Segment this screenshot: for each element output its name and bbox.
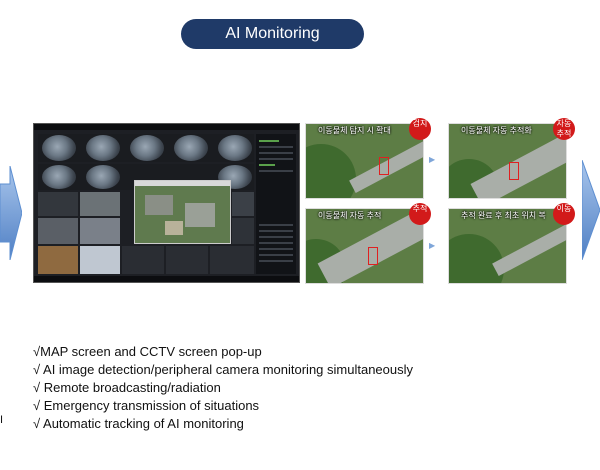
status-badge: 이동 bbox=[553, 203, 575, 225]
camera-tile bbox=[166, 246, 208, 274]
feature-item: √ AI image detection/peripheral camera m… bbox=[33, 362, 413, 377]
map-building bbox=[165, 221, 183, 235]
panel-caption: 이동물체 자동 추적화 bbox=[461, 126, 532, 135]
feature-item: √MAP screen and CCTV screen pop-up bbox=[33, 344, 262, 359]
status-badge: 자동추적 bbox=[553, 118, 575, 140]
map-popup-titlebar bbox=[135, 181, 230, 186]
tree-row[interactable] bbox=[259, 158, 293, 160]
vms-screenshot bbox=[33, 123, 300, 283]
tree-row[interactable] bbox=[259, 152, 293, 154]
tracking-panel-detect: 이동물체 탐지 시 확대 bbox=[305, 123, 424, 199]
status-badge: 검지 bbox=[409, 118, 431, 140]
panel-caption: 이동물체 자동 추적 bbox=[318, 211, 382, 220]
camera-tile bbox=[232, 218, 254, 244]
detection-box bbox=[368, 247, 378, 265]
tracking-panel-return: 추적 완료 후 최초 위치 복 bbox=[448, 208, 567, 284]
vms-taskbar bbox=[34, 276, 299, 282]
event-row[interactable] bbox=[259, 254, 293, 256]
vms-titlebar bbox=[34, 124, 299, 130]
camera-tile bbox=[38, 218, 78, 244]
camera-tile bbox=[80, 192, 120, 216]
feature-item: √ Automatic tracking of AI monitoring bbox=[33, 416, 244, 431]
feature-item: √ Emergency transmission of situations bbox=[33, 398, 260, 413]
camera-tile bbox=[174, 135, 208, 161]
camera-tile bbox=[86, 165, 120, 189]
page-title: AI Monitoring bbox=[181, 19, 364, 49]
camera-tile bbox=[38, 192, 78, 216]
left-arrow-icon bbox=[0, 166, 22, 260]
tree-row[interactable] bbox=[259, 146, 293, 148]
map-building bbox=[185, 203, 215, 227]
status-badge: 추적 bbox=[409, 203, 431, 225]
tree-row[interactable] bbox=[259, 170, 293, 172]
map-building bbox=[145, 195, 173, 215]
tree-row[interactable] bbox=[259, 140, 279, 142]
camera-tile bbox=[218, 135, 252, 161]
trees bbox=[306, 144, 356, 198]
panel-caption: 이동물체 탐지 시 확대 bbox=[318, 126, 391, 135]
detection-box bbox=[509, 162, 519, 180]
camera-row bbox=[38, 134, 254, 162]
event-row[interactable] bbox=[259, 236, 293, 238]
camera-tile bbox=[130, 135, 164, 161]
event-row[interactable] bbox=[259, 242, 293, 244]
event-row[interactable] bbox=[259, 260, 293, 262]
triangle-right-icon: ▶ bbox=[429, 155, 436, 164]
triangle-right-icon: ▶ bbox=[429, 241, 436, 250]
camera-tile bbox=[210, 246, 254, 274]
camera-tile bbox=[42, 165, 76, 189]
feature-item: √ Remote broadcasting/radiation bbox=[33, 380, 221, 395]
event-row[interactable] bbox=[259, 230, 293, 232]
tracking-panel-track: 이동물체 자동 추적 bbox=[305, 208, 424, 284]
event-row[interactable] bbox=[259, 248, 293, 250]
map-popup bbox=[134, 180, 231, 244]
event-row[interactable] bbox=[259, 224, 293, 226]
camera-tile bbox=[86, 135, 120, 161]
camera-tile bbox=[80, 246, 120, 274]
camera-tile bbox=[232, 192, 254, 216]
camera-tile bbox=[42, 135, 76, 161]
right-arrow-icon bbox=[582, 160, 600, 260]
camera-tile bbox=[80, 218, 120, 244]
device-tree-panel bbox=[256, 134, 296, 274]
stray-text: I bbox=[0, 414, 4, 426]
panel-caption: 추적 완료 후 최초 위치 복 bbox=[461, 211, 546, 220]
tree-row[interactable] bbox=[259, 164, 275, 166]
trees bbox=[449, 234, 504, 283]
feature-list: √MAP screen and CCTV screen pop-up √ AI … bbox=[33, 343, 413, 433]
camera-tile bbox=[122, 246, 164, 274]
tracking-panel-zoom: 이동물체 자동 추적화 bbox=[448, 123, 567, 199]
camera-tile bbox=[38, 246, 78, 274]
detection-box bbox=[379, 157, 389, 175]
